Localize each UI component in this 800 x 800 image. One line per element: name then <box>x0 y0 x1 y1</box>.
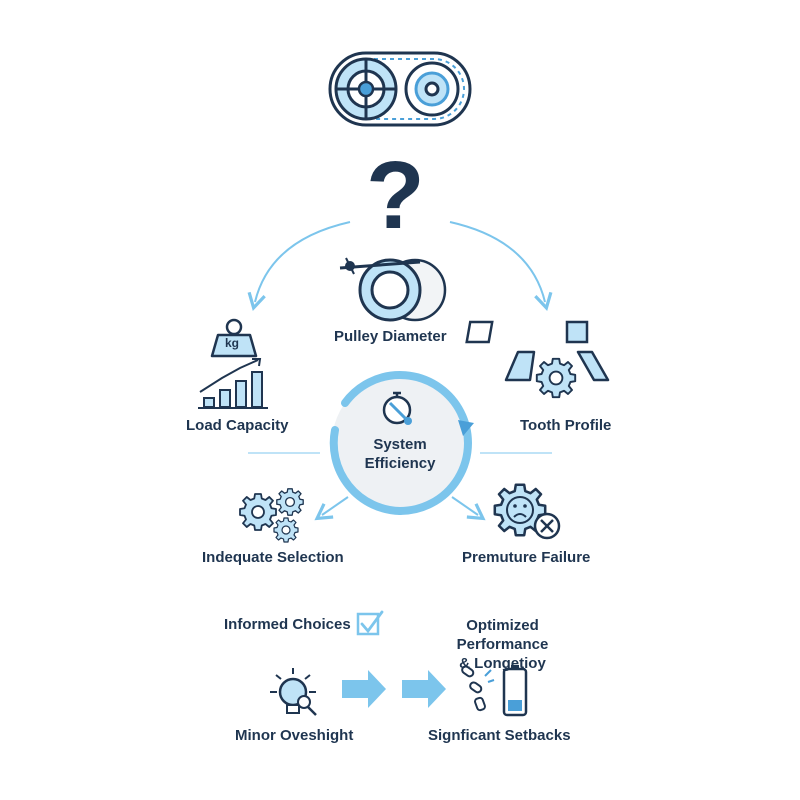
optimized-performance-label: Optimized Performance & Longetioy <box>420 616 585 673</box>
big-arrow-2 <box>402 670 446 708</box>
optimized-line1: Optimized Performance <box>456 617 549 653</box>
load-capacity-label: Load Capacity <box>186 417 289 434</box>
pulley-diameter-label: Pulley Diameter <box>334 328 447 345</box>
broken-gear-icon <box>493 483 561 540</box>
minor-oversight-label: Minor Oveshight <box>235 727 354 744</box>
belt-pulley-icon <box>328 51 472 127</box>
system-efficiency-cycle <box>329 371 474 515</box>
stopwatch-wrench-icon <box>382 391 412 425</box>
lightbulb-icon <box>270 668 317 716</box>
battery-icon <box>502 665 528 717</box>
arrow-to-premature <box>451 496 486 521</box>
system-efficiency-label: System Efficiency <box>340 435 460 473</box>
bar-chart-icon <box>198 358 268 409</box>
kg-label: kg <box>225 336 240 350</box>
pulley-diameter-icon <box>339 257 447 322</box>
gears-icon <box>239 488 304 543</box>
inadequate-selection-label: Indequate Selection <box>202 549 344 566</box>
significant-setbacks-label: Signficant Setbacks <box>428 727 571 744</box>
question-mark: ? <box>366 142 425 249</box>
arrow-to-tooth <box>449 221 553 311</box>
arrow-to-load <box>247 221 351 311</box>
arrow-to-inadequate <box>314 496 349 521</box>
kg-weight-icon <box>210 318 258 358</box>
big-arrow-1 <box>342 670 386 708</box>
optimized-line2: & Longetioy <box>459 655 546 672</box>
checkbox-icon <box>356 610 384 636</box>
informed-choices-label: Informed Choices <box>224 616 351 633</box>
system-efficiency-line2: Efficiency <box>364 455 436 472</box>
tooth-profile-label: Tooth Profile <box>520 417 612 434</box>
broken-chain-icon <box>461 665 495 712</box>
tooth-profile-icon <box>465 320 610 399</box>
premature-failure-label: Premuture Failure <box>462 549 591 566</box>
system-efficiency-line1: System <box>373 436 427 453</box>
